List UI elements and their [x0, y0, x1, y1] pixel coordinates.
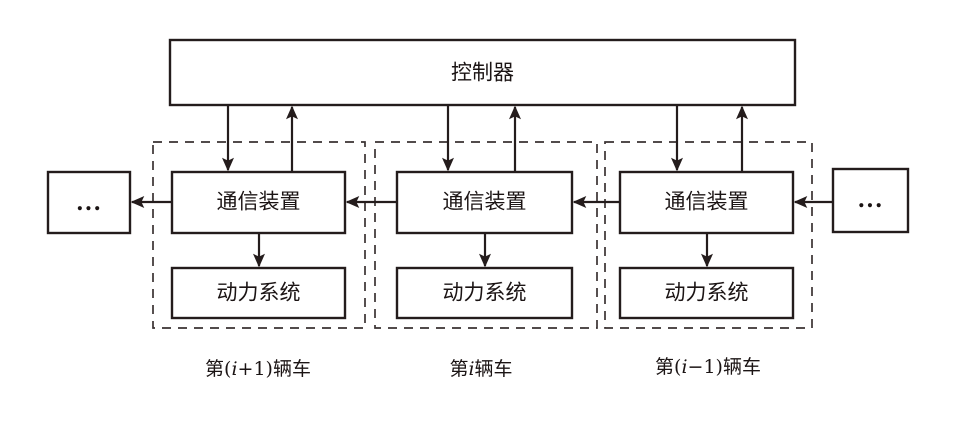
power-system-box-i-minus-1[interactable] [618, 266, 795, 320]
power-system-label-i-plus-1: 动力系统 [217, 281, 301, 305]
power-system-box-i[interactable] [395, 266, 574, 320]
comm-device-label-i-minus-1: 通信装置 [665, 190, 749, 214]
vehicle-caption-i: 第i辆车 [449, 358, 512, 380]
vehicle-group-boundary-i-plus-1 [152, 141, 366, 329]
caption-suffix-i: 辆车 [475, 358, 513, 380]
caption-suffix-i-plus-1: +1)辆车 [238, 358, 311, 380]
comm-device-label-i: 通信装置 [443, 190, 527, 214]
comm-device-box-i-plus-1[interactable] [170, 170, 347, 235]
power-system-box-i-plus-1[interactable] [170, 266, 347, 320]
vehicle-group-boundary-i-minus-1 [604, 141, 813, 329]
vehicle-group-boundary-i [374, 141, 598, 329]
power-system-label-i-minus-1: 动力系统 [665, 281, 749, 305]
caption-suffix-i-minus-1: −1)辆车 [688, 356, 761, 378]
caption-prefix-i-plus-1: 第( [205, 358, 231, 380]
ellipsis-label-left: ... [76, 190, 102, 216]
caption-var-i-plus-1: i [231, 358, 237, 380]
caption-prefix-i: 第 [449, 358, 468, 380]
caption-prefix-i-minus-1: 第( [655, 356, 681, 378]
power-system-label-i: 动力系统 [443, 281, 527, 305]
ellipsis-box-left[interactable] [46, 170, 132, 235]
vehicle-caption-i-minus-1: 第(i−1)辆车 [655, 356, 761, 378]
controller-box[interactable] [168, 38, 797, 107]
caption-var-i-minus-1: i [681, 356, 687, 378]
vehicle-caption-i-plus-1: 第(i+1)辆车 [205, 358, 311, 380]
ellipsis-box-right[interactable] [831, 167, 910, 234]
controller-label: 控制器 [451, 61, 514, 85]
caption-var-i: i [468, 358, 474, 380]
comm-device-label-i-plus-1: 通信装置 [217, 190, 301, 214]
ellipsis-label-right: ... [858, 187, 884, 213]
